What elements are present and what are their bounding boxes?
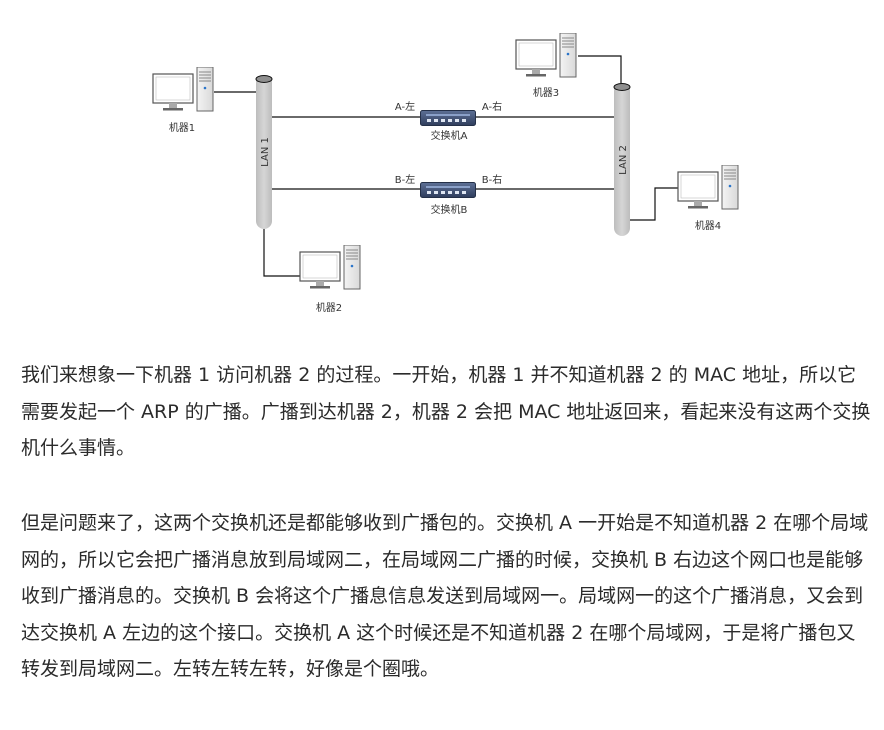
article-paragraph-2: 但是问题来了，这两个交换机还是都能够收到广播包的。交换机 A 一开始是不知道机器… [21,512,869,680]
switch-b: B-左 B-右 交换机B [395,173,502,216]
machine-3-label: 机器3 [533,86,559,99]
machine-1-label: 机器1 [169,121,195,134]
switch-a-left-port: A-左 [395,100,415,113]
wires [214,55,680,277]
machine-2-label: 机器2 [316,301,342,314]
machine-4-label: 机器4 [695,219,721,232]
wire-machine3 [578,55,622,86]
computer-icon [515,33,577,78]
switch-b-icon [420,182,476,198]
wire-machine4 [621,187,680,221]
lan1-bus: LAN 1 [255,75,273,229]
wire-machine2 [263,226,301,277]
switch-b-label: 交换机B [431,203,468,216]
machine-2: 机器2 [299,245,361,314]
lan2-label: LAN 2 [618,145,629,175]
lan2-bus: LAN 2 [613,83,631,236]
machine-3: 机器3 [515,33,577,99]
switch-b-left-port: B-左 [395,173,415,186]
switch-a: A-左 A-右 交换机A [395,100,502,142]
machine-1: 机器1 [152,67,214,134]
network-diagram: LAN 1 LAN 2 A-左 A-右 交换机A B-左 B-右 交换机B 机器… [152,33,739,314]
article-paragraph-1: 我们来想象一下机器 1 访问机器 2 的过程。一开始，机器 1 并不知道机器 2… [21,364,871,459]
computer-icon [152,67,214,112]
switch-a-right-port: A-右 [482,100,502,113]
switch-a-label: 交换机A [431,129,468,142]
lan1-label: LAN 1 [260,137,271,167]
switch-b-right-port: B-右 [482,173,502,186]
computer-icon [299,245,361,290]
computer-icon [677,165,739,210]
switch-a-icon [420,110,476,126]
machine-4: 机器4 [677,165,739,232]
